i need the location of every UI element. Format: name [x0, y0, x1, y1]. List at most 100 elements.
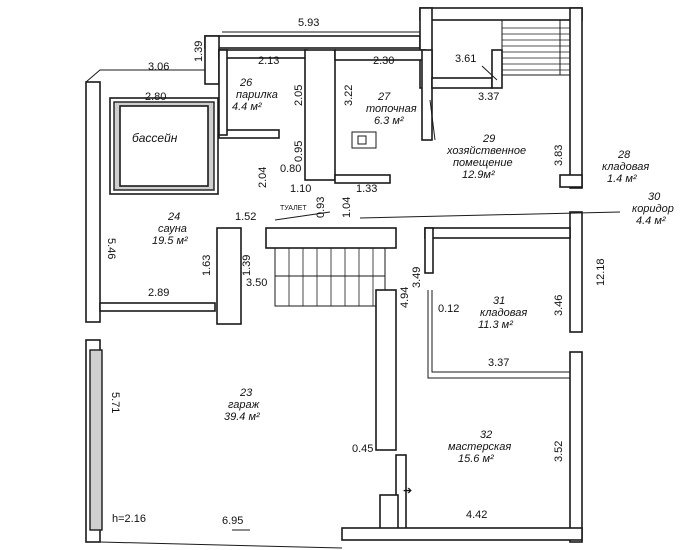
top-right-exterior-wall	[419, 7, 583, 21]
kladovaya-28-wall	[559, 174, 583, 188]
dim-label: 3.22	[343, 85, 355, 106]
central-staircase	[274, 247, 386, 307]
right-exterior-wall-upper	[569, 7, 583, 189]
pool-basin	[119, 105, 209, 187]
dim-label: 1.04	[341, 197, 353, 218]
dim-label: 3.37	[488, 357, 509, 369]
top-left-wall-stub	[204, 35, 220, 85]
dim-label: 2.13	[258, 55, 279, 67]
dim-label: 1.63	[201, 255, 213, 276]
room-30-name: коридор	[632, 203, 674, 215]
room-24-name: сауна	[158, 223, 187, 235]
room-27-area: 6.3 м²	[374, 115, 404, 127]
room-26-name: парилка	[236, 89, 278, 101]
hoz-top-wall	[431, 77, 493, 89]
parilka-right-wall	[304, 49, 336, 181]
stove-icon	[351, 131, 377, 149]
dim-label: 1.39	[193, 41, 205, 62]
kladovaya-31-left-wall	[424, 227, 434, 274]
dim-label: 2.30	[373, 55, 394, 67]
room-24-number: 24	[167, 211, 180, 223]
dim-label: 1.52	[235, 211, 256, 223]
dim-label: 2.05	[293, 85, 305, 106]
dim-label: 0.80	[280, 163, 301, 175]
pool-label: бассейн	[132, 131, 178, 145]
dim-label: 3.61	[455, 53, 476, 65]
room-26-area: 4.4 м²	[232, 101, 262, 113]
room-32-area: 15.6 м²	[458, 453, 494, 465]
dim-label: 3.83	[553, 145, 565, 166]
room-30-number: 30	[648, 191, 661, 203]
room-31-name: кладовая	[480, 307, 527, 319]
workshop-column	[379, 494, 399, 531]
dim-label: 1.10	[290, 183, 311, 195]
room-29-area: 12.9м²	[462, 169, 495, 181]
room-28-area: 1.4 м²	[607, 173, 637, 185]
dim-label: 2.04	[257, 167, 269, 188]
sauna-bottom-wall	[99, 302, 216, 312]
dim-label: 3.06	[148, 61, 169, 73]
arrow-icon: ➔	[403, 485, 412, 497]
topochnaya-bottom-wall	[334, 174, 391, 184]
stair-right-wall	[491, 49, 503, 89]
dim-label: 3.49	[411, 267, 423, 288]
dim-label: 5.93	[298, 17, 319, 29]
room-30-area: 4.4 м²	[636, 215, 666, 227]
garage-workshop-partition	[375, 289, 397, 451]
room-23-number: 23	[239, 387, 253, 399]
room-32-number: 32	[480, 429, 492, 441]
corridor-line	[359, 211, 621, 219]
kladovaya-31-outline	[427, 290, 570, 379]
room-29-name-line2: помещение	[453, 157, 513, 169]
dim-label: 2.89	[148, 287, 169, 299]
room-23-name: гараж	[228, 399, 260, 411]
dim-label: 3.50	[246, 277, 267, 289]
dim-label: 5.71	[109, 392, 121, 413]
dim-label: 4.94	[399, 287, 411, 308]
kladovaya-31-top-wall	[424, 227, 571, 239]
room-28-name: кладовая	[602, 161, 649, 173]
top-exterior-wall	[204, 35, 421, 49]
dim-label: 12.18	[595, 258, 607, 286]
sauna-partition	[216, 227, 242, 325]
dim-label: 0.45	[352, 443, 373, 455]
room-32-name: мастерская	[448, 441, 511, 453]
right-exterior-wall-lower	[569, 351, 583, 543]
left-exterior-wall-upper	[85, 81, 101, 323]
toilet-label: ТУАЛЕТ	[280, 205, 307, 212]
bottom-garage-opening	[99, 541, 343, 549]
room-26-number: 26	[239, 77, 253, 89]
parilka-left-wall	[218, 49, 228, 136]
dim-label: 5.46	[105, 238, 117, 259]
room-29-name-line1: хозяйственное	[446, 145, 526, 157]
room-27-number: 27	[377, 91, 391, 103]
dim-label: 0.12	[438, 303, 459, 315]
right-exterior-wall-mid	[569, 211, 583, 333]
room-23-area: 39.4 м²	[224, 411, 260, 423]
dim-label: 3.52	[553, 441, 565, 462]
room-29-number: 29	[482, 133, 495, 145]
parilka-bottom-wall	[218, 129, 280, 139]
dim-label: h=2.16	[112, 513, 146, 525]
dim-label: 6.95	[222, 515, 243, 527]
room-28-number: 28	[617, 149, 631, 161]
dim-label: 1.33	[356, 183, 377, 195]
central-stair-top-wall	[265, 227, 397, 249]
dim-label: 3.46	[553, 295, 565, 316]
room-27-name: топочная	[366, 103, 417, 115]
room-31-area: 11.3 м²	[478, 319, 513, 331]
dim-label: 3.37	[478, 91, 499, 103]
room-31-number: 31	[493, 295, 505, 307]
topochnaya-right-wall	[421, 49, 433, 141]
dim-label: 0.95	[293, 141, 305, 162]
dim-label: 1.39	[241, 255, 253, 276]
left-wall-lower-fill	[89, 349, 103, 531]
dim-label: 0.93	[315, 197, 327, 218]
dim-label: 2.80	[145, 91, 166, 103]
top-right-staircase	[501, 19, 571, 76]
bottom-exterior-wall	[341, 527, 583, 541]
room-24-area: 19.5 м²	[152, 235, 188, 247]
dim-label: 4.42	[466, 509, 487, 521]
